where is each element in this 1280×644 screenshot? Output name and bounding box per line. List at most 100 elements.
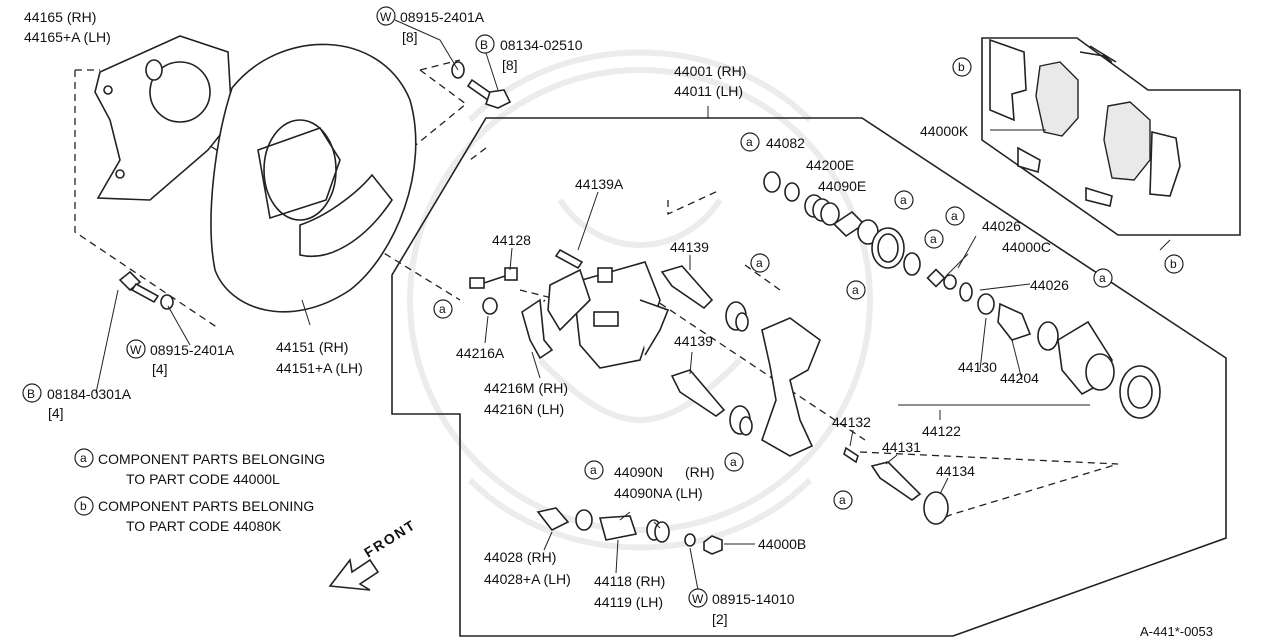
dust-shield xyxy=(210,43,417,313)
w-marker-letter: W xyxy=(380,10,392,24)
retainer-clips xyxy=(1017,146,1113,207)
b-marker-letter: B xyxy=(27,387,35,401)
a-marker-letter: a xyxy=(852,283,859,297)
ring-lower-a xyxy=(575,509,593,531)
w-marker-icon xyxy=(126,339,146,359)
caliper-body xyxy=(547,261,670,369)
a-marker-letter: a xyxy=(590,463,597,477)
pin-boot-lower xyxy=(729,405,753,436)
label-44216a: 44216A xyxy=(456,345,505,361)
label-w-bot-qty: [2] xyxy=(712,611,728,627)
piston-boot xyxy=(1119,365,1161,419)
label-b-top-code: 08134-02510 xyxy=(500,37,583,53)
piston-seal xyxy=(1037,321,1059,351)
label-44090n: 44090N xyxy=(614,464,663,480)
caliper-clip xyxy=(521,298,554,360)
a-marker-icon xyxy=(894,190,914,210)
a-marker-icon xyxy=(724,452,744,472)
snap-ring-44026 xyxy=(903,252,921,276)
snap-ring-44082 xyxy=(763,171,781,193)
label-44000c: 44000C xyxy=(1002,239,1051,255)
label-w-top-code: 08915-2401A xyxy=(400,9,485,25)
label-44028a-lh: 44028+A (LH) xyxy=(484,571,571,587)
front-arrow-icon xyxy=(328,558,380,591)
label-44216n: 44216N (LH) xyxy=(484,401,564,417)
washer-lower xyxy=(684,533,696,547)
guide-pin-lower xyxy=(670,369,726,417)
legend-b-line1: COMPONENT PARTS BELONING xyxy=(98,498,314,514)
shim-b xyxy=(989,38,1027,122)
legend-b-line2: TO PART CODE 44080K xyxy=(126,518,282,534)
label-w-top-qty: [8] xyxy=(402,29,418,45)
seal-large xyxy=(871,227,905,269)
a-marker-letter: a xyxy=(839,493,846,507)
watermark-logo xyxy=(407,49,873,551)
pad-kit-outline xyxy=(981,37,1241,236)
label-44134: 44134 xyxy=(936,463,975,479)
w-marker-icon xyxy=(688,588,708,608)
a-marker-icon xyxy=(740,132,760,152)
label-b-top-qty: [8] xyxy=(502,57,518,73)
plate-44134 xyxy=(923,491,949,525)
left-bolt xyxy=(118,270,160,304)
a-marker-icon xyxy=(750,253,770,273)
label-44000b: 44000B xyxy=(758,536,806,552)
part-44028 xyxy=(536,507,570,532)
w-marker-letter: W xyxy=(692,592,704,606)
part-44000c xyxy=(926,268,957,290)
top-bolt xyxy=(466,78,512,109)
a-marker-letter: a xyxy=(1099,271,1106,285)
label-44090e: 44090E xyxy=(818,178,866,194)
a-marker-icon xyxy=(945,206,965,226)
nut-44000b xyxy=(703,535,723,555)
brake-pad-outer xyxy=(1035,61,1079,137)
spring-44090n xyxy=(646,519,670,543)
a-marker-icon xyxy=(924,229,944,249)
label-44165-lh: 44165+A (LH) xyxy=(24,29,111,45)
pin-44132 xyxy=(843,446,859,464)
a-marker-icon xyxy=(433,299,453,319)
bleeder-screw xyxy=(469,267,518,289)
b-marker-icon xyxy=(1164,254,1184,274)
front-label: FRONT xyxy=(361,516,419,560)
b-marker-icon xyxy=(22,383,42,403)
bolt-44139a xyxy=(554,248,584,270)
label-44151-rh: 44151 (RH) xyxy=(276,339,348,355)
pad-spring-b xyxy=(1079,45,1117,63)
label-44011-lh: 44011 (LH) xyxy=(674,83,743,99)
label-44130: 44130 xyxy=(958,359,997,375)
label-44118-rh: 44118 (RH) xyxy=(594,573,665,589)
housing-44118 xyxy=(598,515,638,541)
label-44119-lh: 44119 (LH) xyxy=(594,594,663,610)
legend-b-letter: b xyxy=(80,499,87,513)
a-marker-icon xyxy=(584,460,604,480)
w-marker-icon xyxy=(376,6,396,26)
guide-pin-upper xyxy=(660,265,714,310)
b-marker-icon xyxy=(475,34,495,54)
brake-pad-inner xyxy=(1103,101,1151,181)
label-44026-upper: 44026 xyxy=(982,218,1021,234)
legend: a COMPONENT PARTS BELONGING TO PART CODE… xyxy=(74,448,325,534)
caliper-bracket xyxy=(761,317,821,457)
label-44001-rh: 44001 (RH) xyxy=(674,63,746,79)
label-44165-rh: 44165 (RH) xyxy=(24,9,96,25)
label-44132: 44132 xyxy=(832,414,871,430)
a-marker-letter: a xyxy=(730,455,737,469)
b-marker-letter: b xyxy=(958,60,965,74)
label-44139a: 44139A xyxy=(575,176,624,192)
a-marker-letter: a xyxy=(439,302,446,316)
legend-a-icon xyxy=(74,448,94,468)
spring-44200e xyxy=(804,194,840,226)
label-44000k: 44000K xyxy=(920,123,969,139)
label-44090na: 44090NA (LH) xyxy=(614,485,703,501)
label-44204: 44204 xyxy=(1000,370,1039,386)
legend-a-letter: a xyxy=(80,451,87,465)
a-marker-icon xyxy=(833,490,853,510)
adjuster-44131 xyxy=(870,461,922,501)
pin-boot-upper xyxy=(725,301,749,332)
part-44130 xyxy=(977,293,995,315)
w-marker-letter: W xyxy=(130,343,142,357)
label-w-left-qty: [4] xyxy=(152,361,168,377)
legend-b-icon xyxy=(74,496,94,516)
